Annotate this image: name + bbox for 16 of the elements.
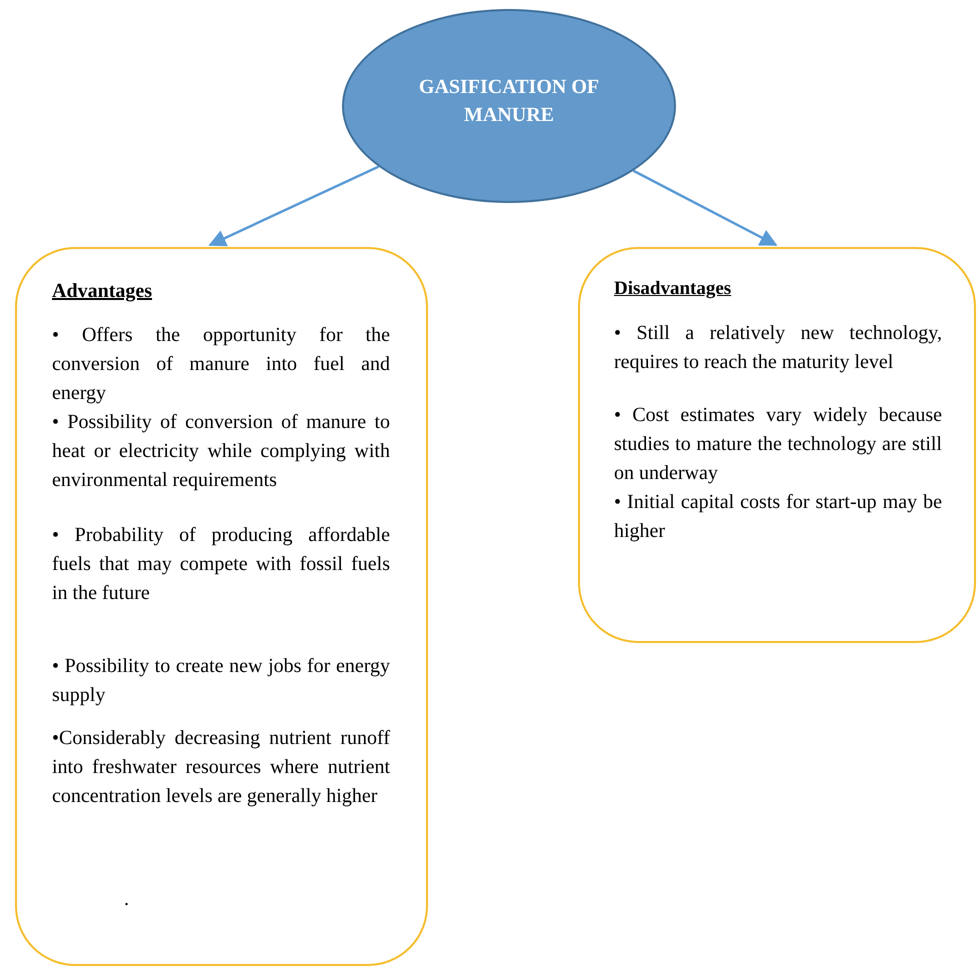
heading-text: Advantages: [52, 279, 154, 304]
arrow: [632, 170, 778, 246]
arrow: [208, 165, 380, 246]
bullet-text: • Initial capital costs for start-up may be higher: [614, 490, 942, 544]
heading-text: GASIFICATION OF MANURE: [418, 75, 600, 128]
bullet-text: • Possibility of conversion of manure to heat or electricity while complying with environmental requirements: [52, 410, 390, 493]
bullet-text: • Possibility to create new jobs for energy supply: [52, 654, 390, 708]
bullet-text: • Cost estimates vary widely because studies to mature the technology are still on underway: [614, 403, 942, 486]
bullet-text: • Offers the opportunity for the conversion of manure into fuel and energy: [52, 323, 390, 406]
list-panel: [578, 247, 976, 643]
bullet-text: •Considerably decreasing nutrient runoff into freshwater resources where nutrient concentration levels are generally higher: [52, 726, 390, 809]
bullet-text: • Still a relatively new technology, requires to reach the maturity level: [614, 321, 942, 375]
bullet-text: .: [123, 887, 130, 912]
list-panel: [15, 247, 428, 966]
heading-text: Disadvantages: [614, 277, 732, 301]
bullet-text: • Probability of producing affordable fuels that may compete with fossil fuels in the future: [52, 523, 390, 606]
